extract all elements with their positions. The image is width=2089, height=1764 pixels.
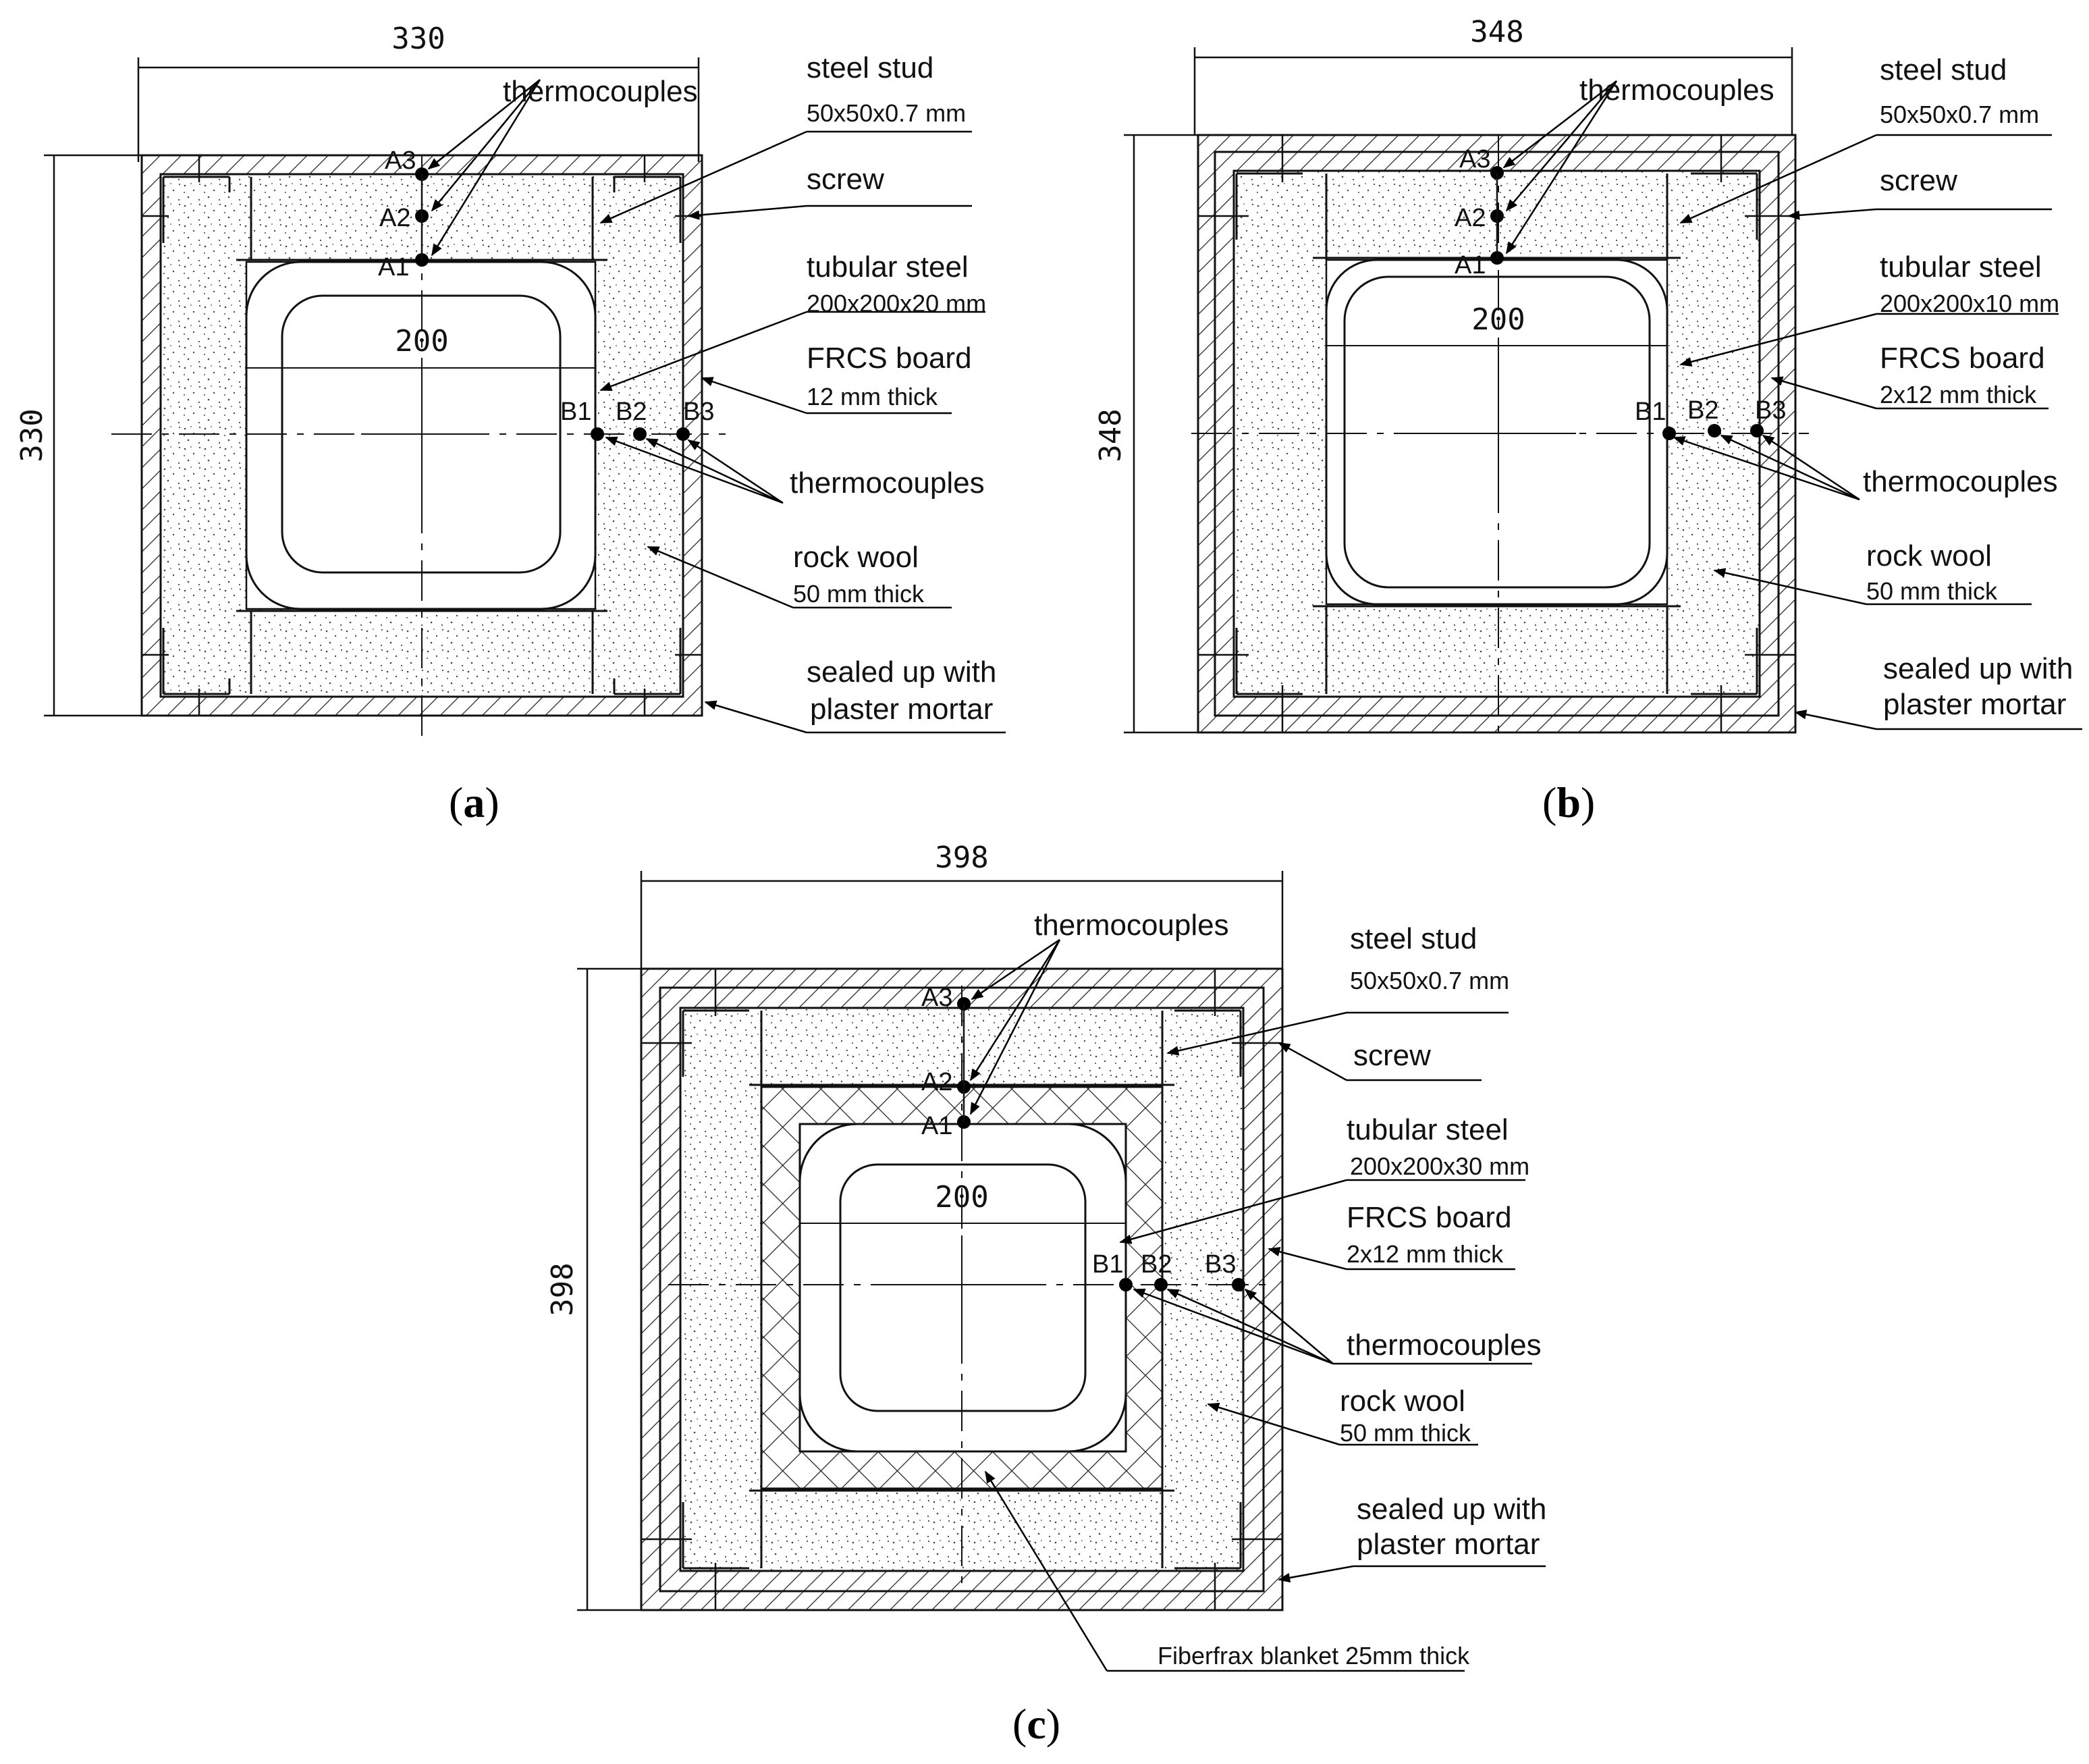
fiberfrax-label: Fiberfrax blanket 25mm thick (1158, 1642, 1470, 1669)
dimension-width-b (1193, 47, 1793, 135)
rock-wool-thickness-label: 50 mm thick (1866, 577, 1998, 605)
tubular-steel-inner (1343, 275, 1651, 589)
tubular-steel-size-label: 200x200x30 mm (1350, 1152, 1529, 1180)
tc-label-a3: A3 (385, 146, 416, 175)
thermocouples-top-label: thermocouples (1579, 74, 1774, 107)
sealed-label-line2: plaster mortar (1883, 688, 2066, 721)
tc-label-a2: A2 (921, 1068, 952, 1096)
sealed-label-line2: plaster mortar (1357, 1528, 1540, 1561)
panel-b-caption: (b) (1542, 778, 1595, 826)
tc-label-b3: B3 (1755, 396, 1786, 425)
leader-lines (1502, 80, 2082, 730)
tc-label-a3: A3 (921, 984, 952, 1012)
tc-label-b1: B1 (1635, 398, 1666, 426)
panel-a: 330 330 (15, 22, 1006, 826)
rock-wool-label: rock wool (793, 541, 919, 574)
steel-stud-size-label: 50x50x0.7 mm (807, 99, 966, 127)
thermocouples-side-label: thermocouples (790, 466, 985, 500)
height-dimension-label: 398 (545, 1262, 580, 1316)
thermocouples-side-label: thermocouples (1863, 465, 2058, 498)
tc-label-b3: B3 (1205, 1250, 1236, 1279)
thermocouples-side-label: thermocouples (1347, 1329, 1542, 1362)
screws (641, 969, 1282, 1610)
tc-label-a1: A1 (378, 253, 409, 282)
dimension-height-a (44, 154, 142, 717)
steel-stud-size-label: 50x50x0.7 mm (1350, 967, 1509, 994)
leader-lines (969, 938, 1546, 1672)
frcs-board-label: FRCS board (807, 342, 972, 375)
screw-label: screw (1880, 164, 1957, 197)
frcs-board-label: FRCS board (1880, 342, 2045, 375)
panel-a-caption: (a) (449, 778, 499, 826)
tc-label-a2: A2 (379, 204, 410, 232)
center-lines (1191, 135, 1809, 736)
tc-label-a1: A1 (1455, 251, 1486, 279)
leader-lines (427, 79, 1006, 734)
sealed-label-line1: sealed up with (807, 656, 996, 689)
steel-stud-label: steel stud (1880, 53, 2007, 86)
panel-b: 348 348 (1093, 15, 2082, 826)
rock-wool-label: rock wool (1340, 1385, 1465, 1418)
dimension-width-a (137, 57, 700, 162)
width-dimension-label: 330 (391, 22, 445, 56)
panel-c-caption: (c) (1012, 1700, 1060, 1748)
height-dimension-label: 348 (1093, 408, 1128, 462)
sealed-label-line1: sealed up with (1883, 652, 2073, 685)
rock-wool-thickness-label: 50 mm thick (793, 580, 925, 608)
panel-c: 398 398 (545, 840, 1546, 1748)
dimension-width-c (640, 871, 1284, 972)
tubular-steel-inner (839, 1163, 1087, 1412)
thermocouples-top-label: thermocouples (1034, 909, 1229, 942)
screws (142, 155, 702, 716)
screw-label: screw (1353, 1039, 1431, 1072)
tc-label-b3: B3 (683, 398, 714, 426)
dimension-height-b (1124, 134, 1198, 734)
sealed-label-line1: sealed up with (1357, 1493, 1546, 1526)
tc-label-b2: B2 (616, 398, 647, 426)
rock-wool-thickness-label: 50 mm thick (1340, 1419, 1471, 1447)
screws (1198, 135, 1795, 732)
frcs-board-thickness-label: 2x12 mm thick (1347, 1240, 1504, 1268)
tc-label-a1: A1 (921, 1112, 952, 1140)
frcs-board-thickness-label: 12 mm thick (807, 383, 938, 410)
width-dimension-label: 398 (935, 840, 988, 875)
sealed-label-line2: plaster mortar (810, 693, 993, 726)
steel-stud-size-label: 50x50x0.7 mm (1880, 101, 2039, 128)
tubular-steel-size-label: 200x200x10 mm (1880, 290, 2059, 317)
steel-stud-label: steel stud (807, 51, 933, 84)
tubular-steel-label: tubular steel (807, 250, 969, 284)
tubular-steel-label: tubular steel (1880, 250, 2042, 284)
height-dimension-label: 330 (15, 408, 49, 462)
tc-label-b1: B1 (1092, 1250, 1123, 1279)
tc-label-b2: B2 (1141, 1250, 1172, 1279)
thermocouples-top-label: thermocouples (503, 75, 698, 108)
tc-label-a3: A3 (1459, 145, 1490, 173)
tc-label-b2: B2 (1687, 396, 1718, 425)
tc-label-a2: A2 (1455, 204, 1486, 232)
frcs-board-thickness-label: 2x12 mm thick (1880, 381, 2037, 408)
thermocouple-points (415, 167, 690, 441)
rock-wool-label: rock wool (1866, 539, 1992, 572)
frcs-board-label: FRCS board (1347, 1201, 1512, 1234)
dimension-height-c (577, 967, 645, 1611)
steel-stud-label: steel stud (1350, 922, 1477, 955)
width-dimension-label: 348 (1470, 15, 1523, 49)
tc-label-b1: B1 (560, 398, 591, 426)
tubular-steel-label: tubular steel (1347, 1113, 1509, 1146)
screw-label: screw (807, 163, 884, 196)
tubular-steel-size-label: 200x200x20 mm (807, 290, 986, 317)
